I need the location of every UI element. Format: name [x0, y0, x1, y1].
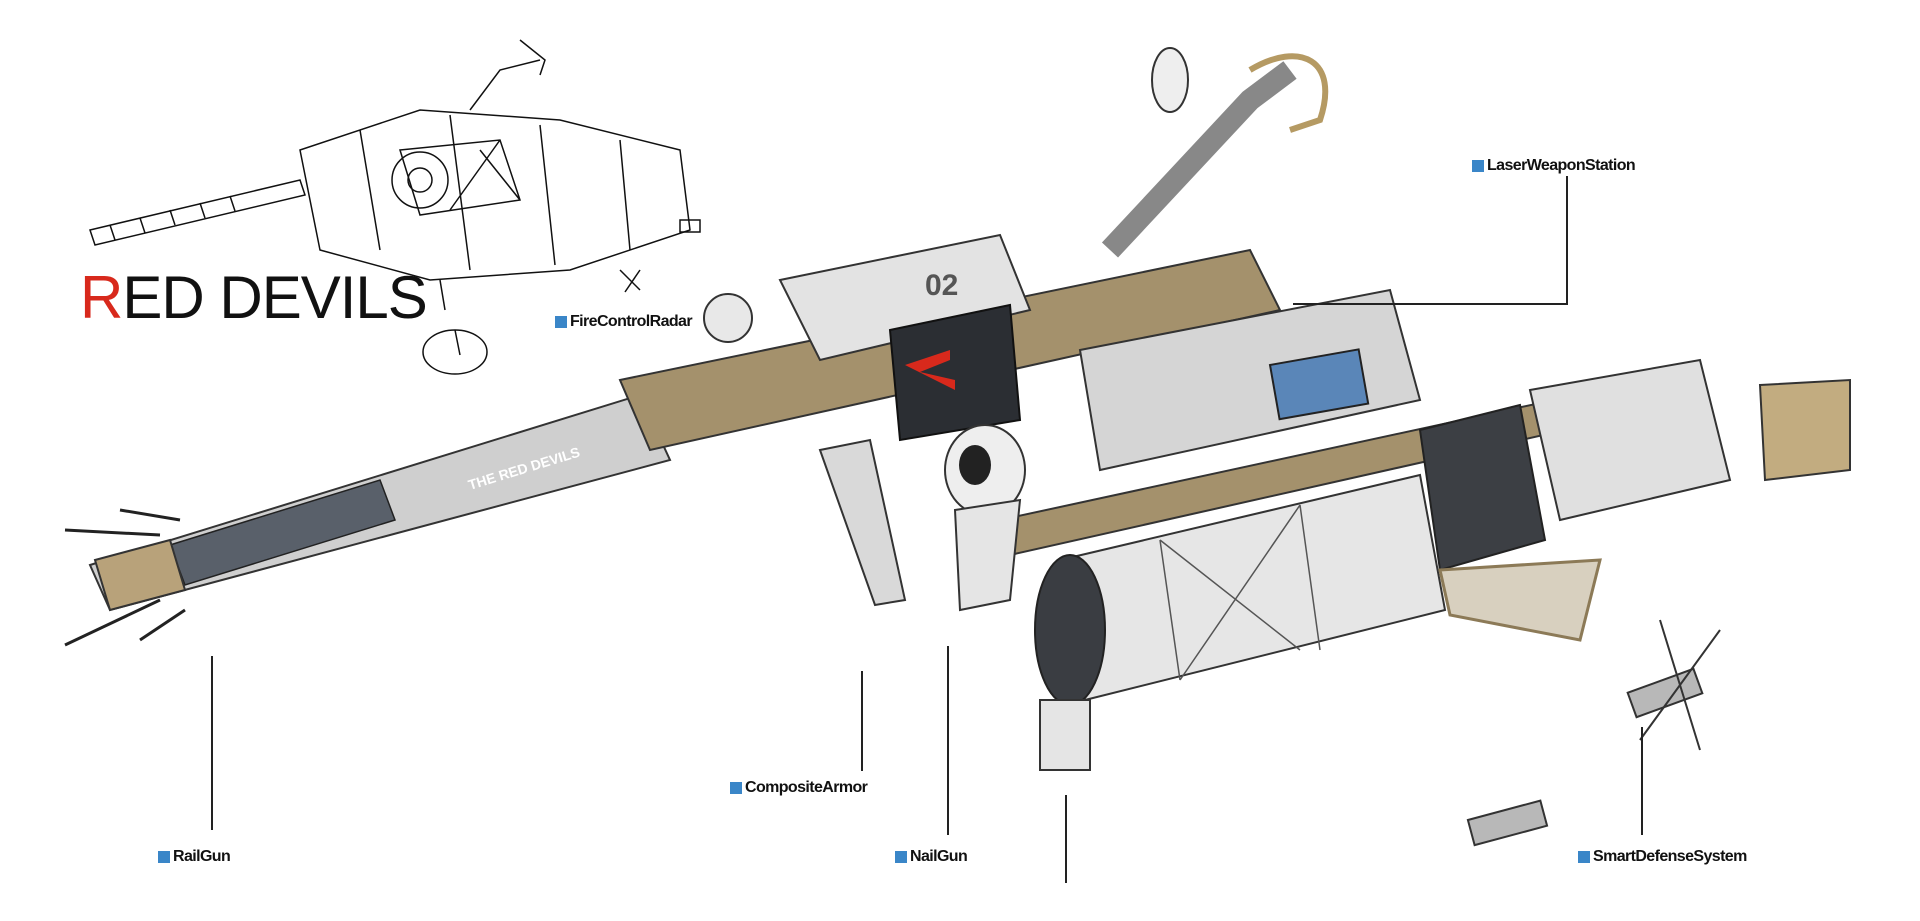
habitat-modules: [1034, 288, 1851, 706]
label-text: SmartDefenseSystem: [1593, 848, 1747, 865]
label-marker-icon: [158, 851, 170, 863]
leader-line: [1065, 795, 1067, 883]
label-marker-icon: [1578, 851, 1590, 863]
title-red-letter: R: [80, 264, 123, 331]
label-text: LaserWeaponStation: [1487, 157, 1636, 174]
label-rail-gun: RailGun: [158, 848, 231, 866]
label-fire-control-radar: FireControlRadar: [555, 313, 693, 331]
label-smart-defense-system: SmartDefenseSystem: [1578, 848, 1747, 866]
label-marker-icon: [895, 851, 907, 863]
leader-line: [1293, 303, 1568, 305]
label-nail-gun: NailGun: [895, 848, 968, 866]
label-text: RailGun: [173, 848, 231, 865]
leader-line: [861, 671, 863, 771]
defense-drones: [1466, 619, 1721, 847]
page-title: RED DEVILS: [80, 268, 428, 328]
leader-line: [211, 656, 213, 830]
leader-line: [1566, 176, 1568, 304]
label-laser-weapon-station: LaserWeaponStation: [1472, 157, 1636, 175]
label-marker-icon: [555, 316, 567, 328]
leader-line: [947, 646, 949, 835]
title-rest: ED DEVILS: [122, 264, 427, 331]
fire-control-block: 02: [703, 233, 1032, 442]
label-text: NailGun: [910, 848, 968, 865]
leader-line: [1641, 727, 1643, 835]
label-text: FireControlRadar: [570, 313, 693, 330]
label-text: CompositeArmor: [745, 779, 868, 796]
label-composite-armor: CompositeArmor: [730, 779, 868, 797]
label-marker-icon: [1472, 160, 1484, 172]
laser-arm: [1101, 47, 1329, 258]
hull-marking: 02: [925, 269, 958, 302]
railgun-barrel: THE RED DEVILS: [64, 393, 672, 647]
astronaut: [818, 424, 1091, 771]
label-marker-icon: [730, 782, 742, 794]
concept-sketch: [89, 39, 701, 375]
